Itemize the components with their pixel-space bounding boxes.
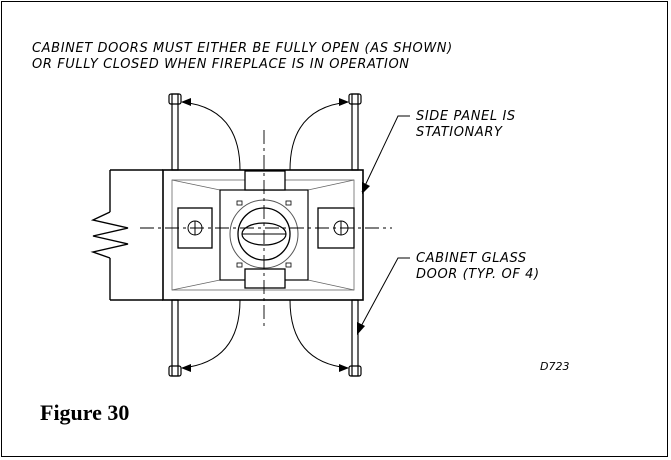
wall-breakline bbox=[90, 169, 163, 301]
glass-door-leader bbox=[357, 257, 410, 333]
door-swing-arcs bbox=[181, 101, 349, 369]
note-line-2: OR FULLY CLOSED WHEN FIREPLACE IS IN OPE… bbox=[32, 57, 410, 72]
glass-door-label-2: DOOR (TYP. OF 4) bbox=[416, 267, 540, 282]
glass-door-arrowhead bbox=[357, 322, 365, 335]
hinge-blocks bbox=[244, 170, 286, 289]
side-panel-label-1: SIDE PANEL IS bbox=[416, 109, 516, 124]
drawing-code: D723 bbox=[540, 360, 569, 373]
swing-arrowheads bbox=[181, 98, 349, 372]
figure-caption: Figure 30 bbox=[40, 400, 130, 425]
note-line-1: CABINET DOORS MUST EITHER BE FULLY OPEN … bbox=[32, 41, 453, 56]
side-panel-label-2: STATIONARY bbox=[416, 125, 503, 140]
cabinet-glass-doors bbox=[168, 93, 362, 377]
glass-door-label-1: CABINET GLASS bbox=[416, 251, 527, 266]
side-panel-arrowhead bbox=[362, 182, 370, 194]
side-panel-leader bbox=[361, 115, 410, 193]
center-lines bbox=[140, 130, 392, 330]
